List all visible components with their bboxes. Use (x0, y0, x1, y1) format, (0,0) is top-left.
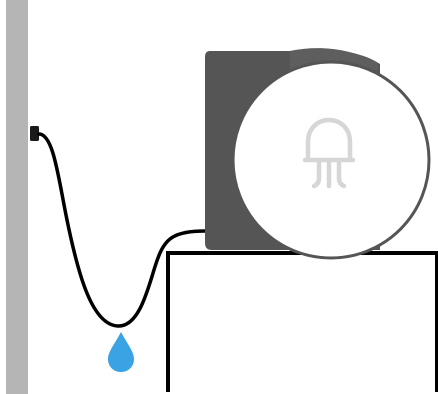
device-housing (205, 48, 429, 258)
wall-panel (6, 0, 28, 394)
power-cable (39, 134, 205, 326)
water-drop-icon (108, 332, 134, 372)
shelf-table (168, 253, 437, 392)
